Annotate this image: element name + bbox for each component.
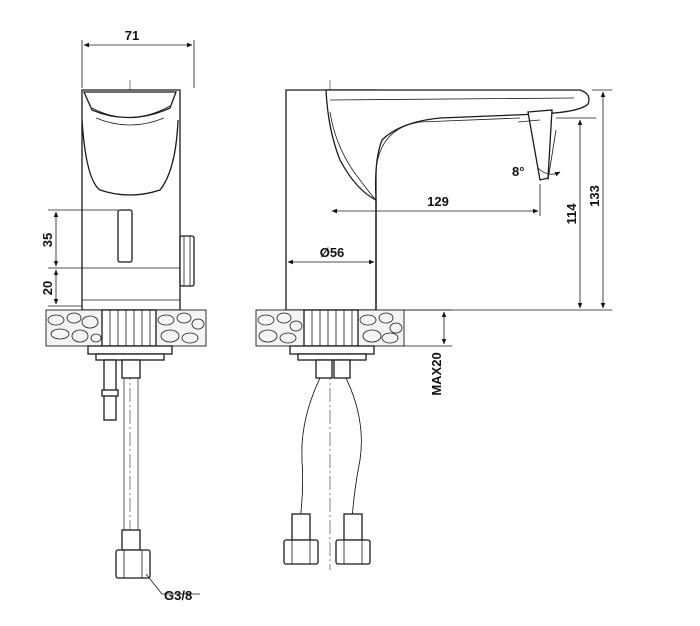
dimension-max-deck: MAX20 [404,309,452,396]
angle-label: 8° [512,164,524,179]
dimension-width-top: 71 [81,28,195,88]
side-hoses [283,359,371,565]
dimension-spout-reach: 129 [331,184,541,216]
dim-56-label: Ø56 [320,245,345,260]
dim-35-label: 35 [40,233,55,247]
dim-114-label: 114 [564,203,579,225]
dimension-sensor-height: 35 20 [40,209,180,307]
dim-20-label: 20 [40,281,55,295]
front-view [81,80,195,560]
thread-label: G3/8 [164,588,192,603]
max20-label: MAX20 [429,352,444,395]
side-deck [255,309,405,361]
dimension-angle: 8° [512,129,561,181]
dimension-base-diameter: Ø56 [287,245,375,265]
side-view [285,80,590,570]
dim-129-label: 129 [427,194,449,209]
dim-133-label: 133 [587,185,602,207]
dim-71-label: 71 [125,28,139,43]
front-hoses: G3/8 [101,359,200,603]
front-deck [45,309,207,361]
